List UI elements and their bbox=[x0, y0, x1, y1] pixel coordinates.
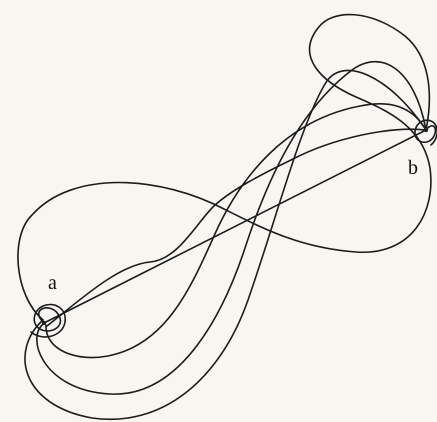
middle-loop-curve bbox=[36, 60, 427, 395]
label-b: b bbox=[408, 157, 418, 179]
point-a bbox=[41, 320, 47, 326]
label-a: a bbox=[48, 272, 57, 294]
spiral-around-a bbox=[30, 303, 66, 338]
spiral-around-b bbox=[414, 119, 437, 146]
inner-loop-curve bbox=[45, 103, 427, 359]
outer-lower-branch bbox=[24, 69, 427, 421]
center-cross-curve bbox=[46, 128, 427, 327]
straight-line-a-to-b bbox=[43, 129, 427, 324]
point-b bbox=[423, 127, 429, 133]
outer-loop-curve bbox=[17, 13, 432, 321]
